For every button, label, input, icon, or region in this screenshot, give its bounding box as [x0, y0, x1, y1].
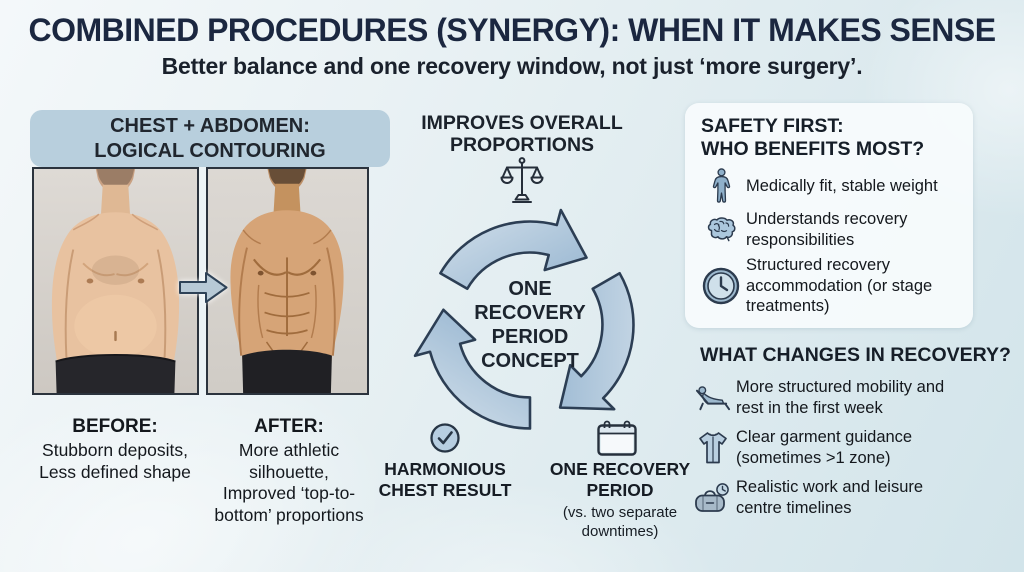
cycle-center-label: ONE RECOVERY PERIOD CONCEPT: [474, 278, 586, 372]
bag-clock-icon: [690, 481, 736, 515]
safety-item-text: Structured recovery accommodation (or st…: [746, 256, 933, 315]
garment-icon: [690, 431, 736, 465]
recovery-item-text: Realistic work and leisure centre timeli…: [736, 478, 924, 517]
left-panel-header: CHEST + ABDOMEN: LOGICAL CONTOURING: [30, 110, 390, 167]
recovery-item: Realistic work and leisure centre timeli…: [690, 477, 1020, 519]
balance-scale-icon: [500, 156, 544, 204]
one-recovery-caption: ONE RECOVERY PERIOD (vs. two separate do…: [538, 459, 702, 541]
after-caption: AFTER: More athletic silhouette, Improve…: [194, 416, 384, 526]
calendar-icon: [596, 419, 638, 457]
person-icon: [701, 168, 741, 204]
recliner-icon: [690, 383, 736, 413]
recovery-changes-section: WHAT CHANGES IN RECOVERY? More structure…: [690, 344, 1020, 527]
page-title: COMBINED PROCEDURES (SYNERGY): WHEN IT M…: [28, 12, 996, 48]
after-torso-illustration: [208, 169, 367, 393]
safety-item: Understands recovery responsibilities: [701, 209, 961, 250]
one-recovery-label: ONE RECOVERY PERIOD: [549, 459, 691, 500]
before-after-arrow-icon: [179, 270, 228, 305]
center-heading: IMPROVES OVERALL PROPORTIONS: [421, 112, 623, 156]
safety-heading: SAFETY FIRST: WHO BENEFITS MOST?: [701, 115, 925, 160]
harmonious-result-label: HARMONIOUS CHEST RESULT: [378, 459, 512, 500]
before-label: BEFORE:: [72, 416, 158, 437]
before-caption: BEFORE: Stubborn deposits, Less defined …: [20, 416, 210, 483]
safety-item-text: Medically fit, stable weight: [746, 176, 938, 195]
one-recovery-subtext: (vs. two separate downtimes): [562, 504, 678, 540]
safety-item: Structured recovery accommodation (or st…: [701, 255, 961, 317]
clock-icon: [701, 266, 741, 306]
before-torso-illustration: [34, 169, 197, 393]
recovery-heading: WHAT CHANGES IN RECOVERY?: [700, 344, 1011, 366]
recovery-item-text: Clear garment guidance (sometimes >1 zon…: [736, 428, 913, 467]
brain-icon: [701, 216, 741, 243]
after-label: AFTER:: [254, 416, 324, 437]
recovery-cycle-diagram: [400, 206, 676, 462]
recovery-item: More structured mobility and rest in the…: [690, 377, 1020, 419]
safety-item: Medically fit, stable weight: [701, 168, 961, 204]
check-circle-icon: [429, 422, 461, 454]
page-subtitle: Better balance and one recovery window, …: [161, 53, 863, 79]
recovery-item-text: More structured mobility and rest in the…: [736, 378, 945, 417]
after-description: More athletic silhouette, Improved ‘top-…: [214, 440, 364, 525]
after-photo: [206, 167, 369, 395]
recovery-item: Clear garment guidance (sometimes >1 zon…: [690, 427, 1020, 469]
before-description: Stubborn deposits, Less defined shape: [39, 440, 191, 482]
safety-item-text: Understands recovery responsibilities: [746, 210, 908, 249]
before-photo: [32, 167, 199, 395]
safety-card: SAFETY FIRST: WHO BENEFITS MOST? Medical…: [685, 103, 973, 328]
